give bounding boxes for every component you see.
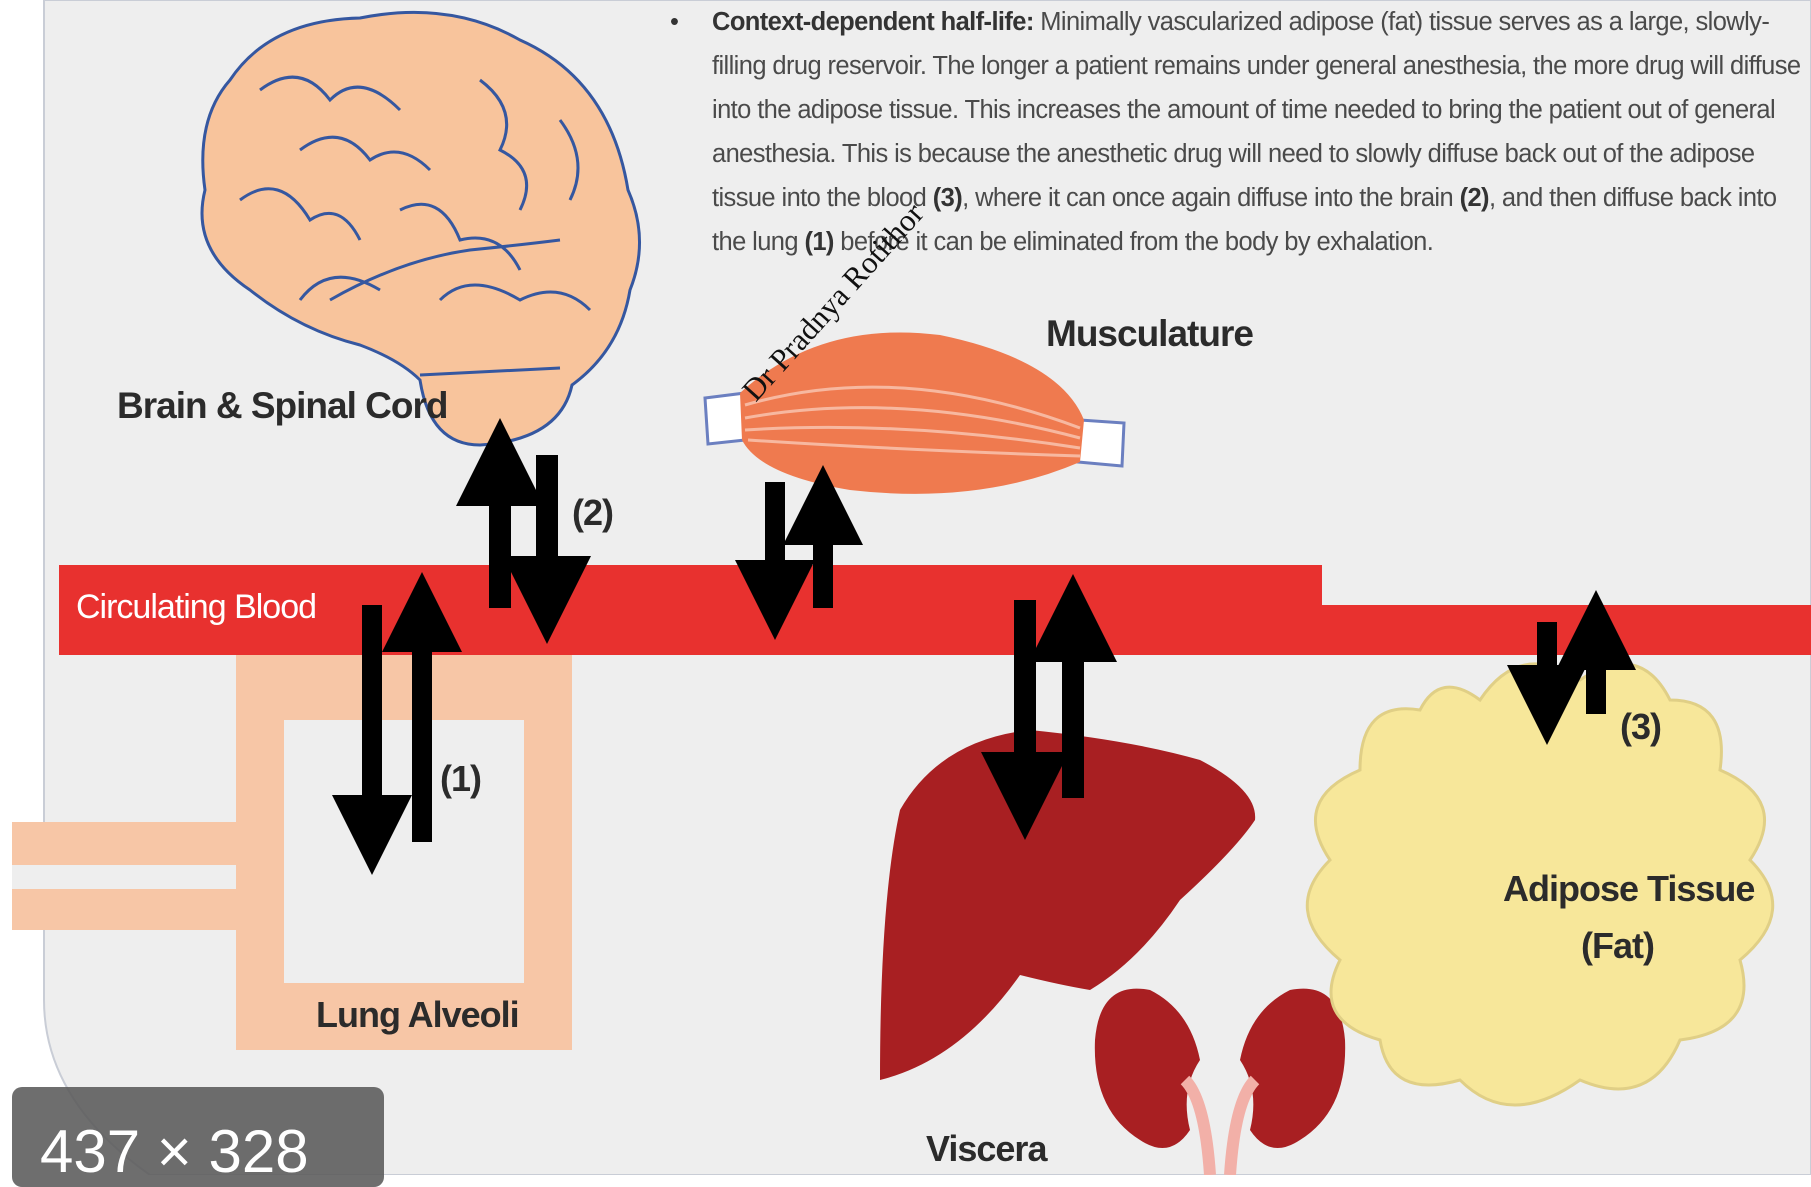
adipose-label-line-1: Adipose Tissue xyxy=(1503,868,1754,910)
brain-label: Brain & Spinal Cord xyxy=(117,385,447,427)
description-text-2: , where it can once again diffuse into t… xyxy=(962,184,1459,212)
description-ref-2: (2) xyxy=(1460,184,1489,212)
arrow-label-2: (2) xyxy=(572,492,613,534)
lung-alveoli-label: Lung Alveoli xyxy=(316,994,519,1036)
image-dimensions-badge: 437 × 328 xyxy=(12,1087,384,1187)
description-text-4: before it can be eliminated from the bod… xyxy=(834,228,1433,256)
description-ref-1: (1) xyxy=(804,228,833,256)
arrow-label-1: (1) xyxy=(440,758,481,800)
description-bullet: • xyxy=(670,0,678,44)
description-lead: Context-dependent half-life: xyxy=(712,8,1034,36)
circulating-blood-label: Circulating Blood xyxy=(76,588,316,627)
adipose-label-line-2: (Fat) xyxy=(1581,925,1654,967)
image-dimensions-text: 437 × 328 xyxy=(40,1117,309,1186)
viscera-label: Viscera xyxy=(926,1128,1046,1170)
musculature-label: Musculature xyxy=(1046,313,1253,355)
description-text: • Context-dependent half-life: Minimally… xyxy=(712,0,1802,264)
description-text-1: Minimally vascularized adipose (fat) tis… xyxy=(712,8,1800,212)
description-ref-3: (3) xyxy=(933,184,962,212)
arrow-label-3: (3) xyxy=(1620,706,1661,748)
